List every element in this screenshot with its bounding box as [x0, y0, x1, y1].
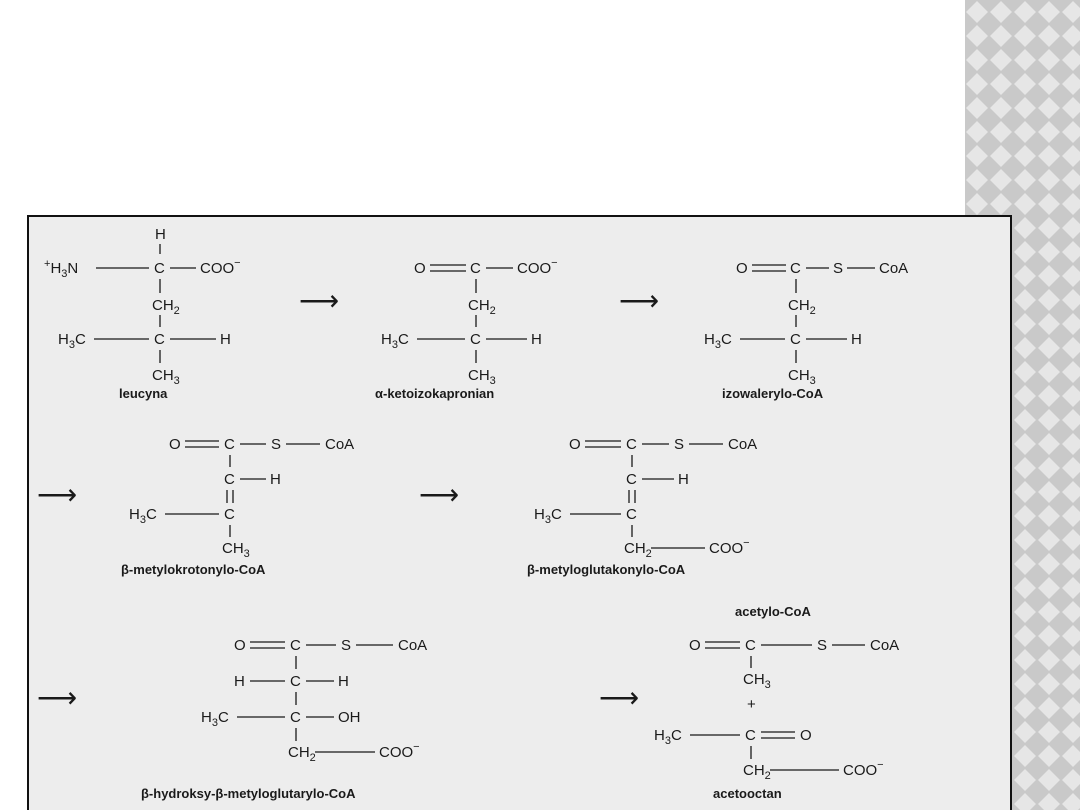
svg-text:COO−: COO−: [379, 741, 420, 761]
svg-text:H: H: [220, 331, 231, 348]
svg-text:C: C: [790, 260, 801, 277]
compound-acetyl-coa: O C S CoA CH3: [689, 637, 899, 691]
reaction-arrow: ⟶: [619, 285, 659, 316]
svg-text:H3C: H3C: [654, 727, 682, 747]
reaction-arrow: ⟶: [37, 682, 77, 713]
compound-methylglutaconyl-coa: O C S CoA C H H3C C CH2 COO−: [534, 436, 757, 560]
svg-text:H: H: [270, 471, 281, 488]
svg-text:H3C: H3C: [58, 331, 86, 351]
svg-text:CH2: CH2: [288, 744, 316, 764]
compound-alpha-ketoisocaproate: O C COO− CH2 H3C C H CH3: [381, 257, 558, 387]
svg-text:CH2: CH2: [152, 297, 180, 317]
svg-text:CoA: CoA: [870, 637, 899, 654]
reaction-arrow: ⟶: [599, 682, 639, 713]
caption-leucine: leucyna: [119, 386, 168, 401]
svg-text:S: S: [674, 436, 684, 453]
svg-text:C: C: [626, 506, 637, 523]
reaction-arrow: ⟶: [37, 479, 77, 510]
svg-text:CH3: CH3: [788, 367, 816, 387]
svg-text:CH2: CH2: [624, 540, 652, 560]
svg-text:C: C: [224, 436, 235, 453]
svg-text:CH2: CH2: [743, 762, 771, 782]
svg-text:CH3: CH3: [152, 367, 180, 387]
svg-text:H: H: [851, 331, 862, 348]
svg-text:C: C: [154, 331, 165, 348]
svg-text:OH: OH: [338, 709, 361, 726]
svg-text:O: O: [169, 436, 181, 453]
svg-text:CH2: CH2: [788, 297, 816, 317]
caption-alpha-ketoisocaproate: α-ketoizokapronian: [375, 386, 494, 401]
svg-text:CoA: CoA: [325, 436, 354, 453]
svg-text:H3C: H3C: [381, 331, 409, 351]
svg-text:C: C: [154, 260, 165, 277]
svg-text:S: S: [271, 436, 281, 453]
svg-text:CH3: CH3: [468, 367, 496, 387]
svg-text:O: O: [800, 727, 812, 744]
svg-text:C: C: [290, 673, 301, 690]
svg-text:COO−: COO−: [843, 759, 884, 779]
svg-text:H: H: [531, 331, 542, 348]
reaction-arrow: ⟶: [419, 479, 459, 510]
svg-text:COO−: COO−: [200, 257, 241, 277]
svg-text:H3C: H3C: [201, 709, 229, 729]
svg-text:S: S: [817, 637, 827, 654]
svg-text:O: O: [569, 436, 581, 453]
caption-methylcrotonyl-coa: β-metylokrotonylo-CoA: [121, 562, 266, 577]
caption-methylglutaconyl-coa: β-metyloglutakonylo-CoA: [527, 562, 686, 577]
svg-text:H3C: H3C: [534, 506, 562, 526]
compound-isovaleryl-coa: O C S CoA CH2 H3C C H CH3: [704, 260, 908, 387]
svg-text:O: O: [414, 260, 426, 277]
svg-text:H: H: [155, 226, 166, 243]
svg-text:H3C: H3C: [704, 331, 732, 351]
svg-text:H: H: [234, 673, 245, 690]
pathway-diagram: H +H3N C COO− CH2 H3C C H CH3 leucyna ⟶ …: [37, 226, 908, 801]
caption-acetyl-coa: acetylo-CoA: [735, 604, 811, 619]
svg-text:C: C: [626, 471, 637, 488]
svg-text:+H3N: +H3N: [44, 258, 78, 280]
svg-text:C: C: [290, 637, 301, 654]
svg-text:C: C: [745, 637, 756, 654]
leucine-degradation-pathway-figure: H +H3N C COO− CH2 H3C C H CH3 leucyna ⟶ …: [27, 215, 1012, 810]
compound-methylcrotonyl-coa: O C S CoA C H H3C C CH3: [129, 436, 354, 560]
svg-text:H: H: [338, 673, 349, 690]
svg-text:S: S: [341, 637, 351, 654]
svg-text:O: O: [736, 260, 748, 277]
svg-text:O: O: [689, 637, 701, 654]
compound-acetoacetate: H3C C O CH2 COO−: [654, 727, 884, 782]
svg-text:C: C: [470, 260, 481, 277]
plus-sign-icon: +: [747, 696, 756, 713]
svg-text:C: C: [224, 471, 235, 488]
compound-leucine: H +H3N C COO− CH2 H3C C H CH3: [44, 226, 241, 387]
svg-text:C: C: [745, 727, 756, 744]
compound-hmg-coa: O C S CoA H C H H3C C OH CH2 COO−: [201, 637, 427, 764]
svg-text:S: S: [833, 260, 843, 277]
svg-text:CoA: CoA: [728, 436, 757, 453]
svg-text:CoA: CoA: [879, 260, 908, 277]
caption-isovaleryl-coa: izowalerylo-CoA: [722, 386, 824, 401]
svg-text:CH3: CH3: [222, 540, 250, 560]
svg-text:C: C: [290, 709, 301, 726]
svg-text:O: O: [234, 637, 246, 654]
reaction-arrow: ⟶: [299, 285, 339, 316]
svg-text:C: C: [224, 506, 235, 523]
svg-text:COO−: COO−: [709, 537, 750, 557]
svg-text:C: C: [790, 331, 801, 348]
caption-acetoacetate: acetooctan: [713, 786, 782, 801]
svg-text:COO−: COO−: [517, 257, 558, 277]
svg-text:CoA: CoA: [398, 637, 427, 654]
svg-text:H: H: [678, 471, 689, 488]
svg-text:C: C: [470, 331, 481, 348]
svg-text:CH3: CH3: [743, 671, 771, 691]
svg-text:C: C: [626, 436, 637, 453]
svg-text:H3C: H3C: [129, 506, 157, 526]
caption-hmg-coa: β-hydroksy-β-metyloglutarylo-CoA: [141, 786, 356, 801]
svg-text:CH2: CH2: [468, 297, 496, 317]
